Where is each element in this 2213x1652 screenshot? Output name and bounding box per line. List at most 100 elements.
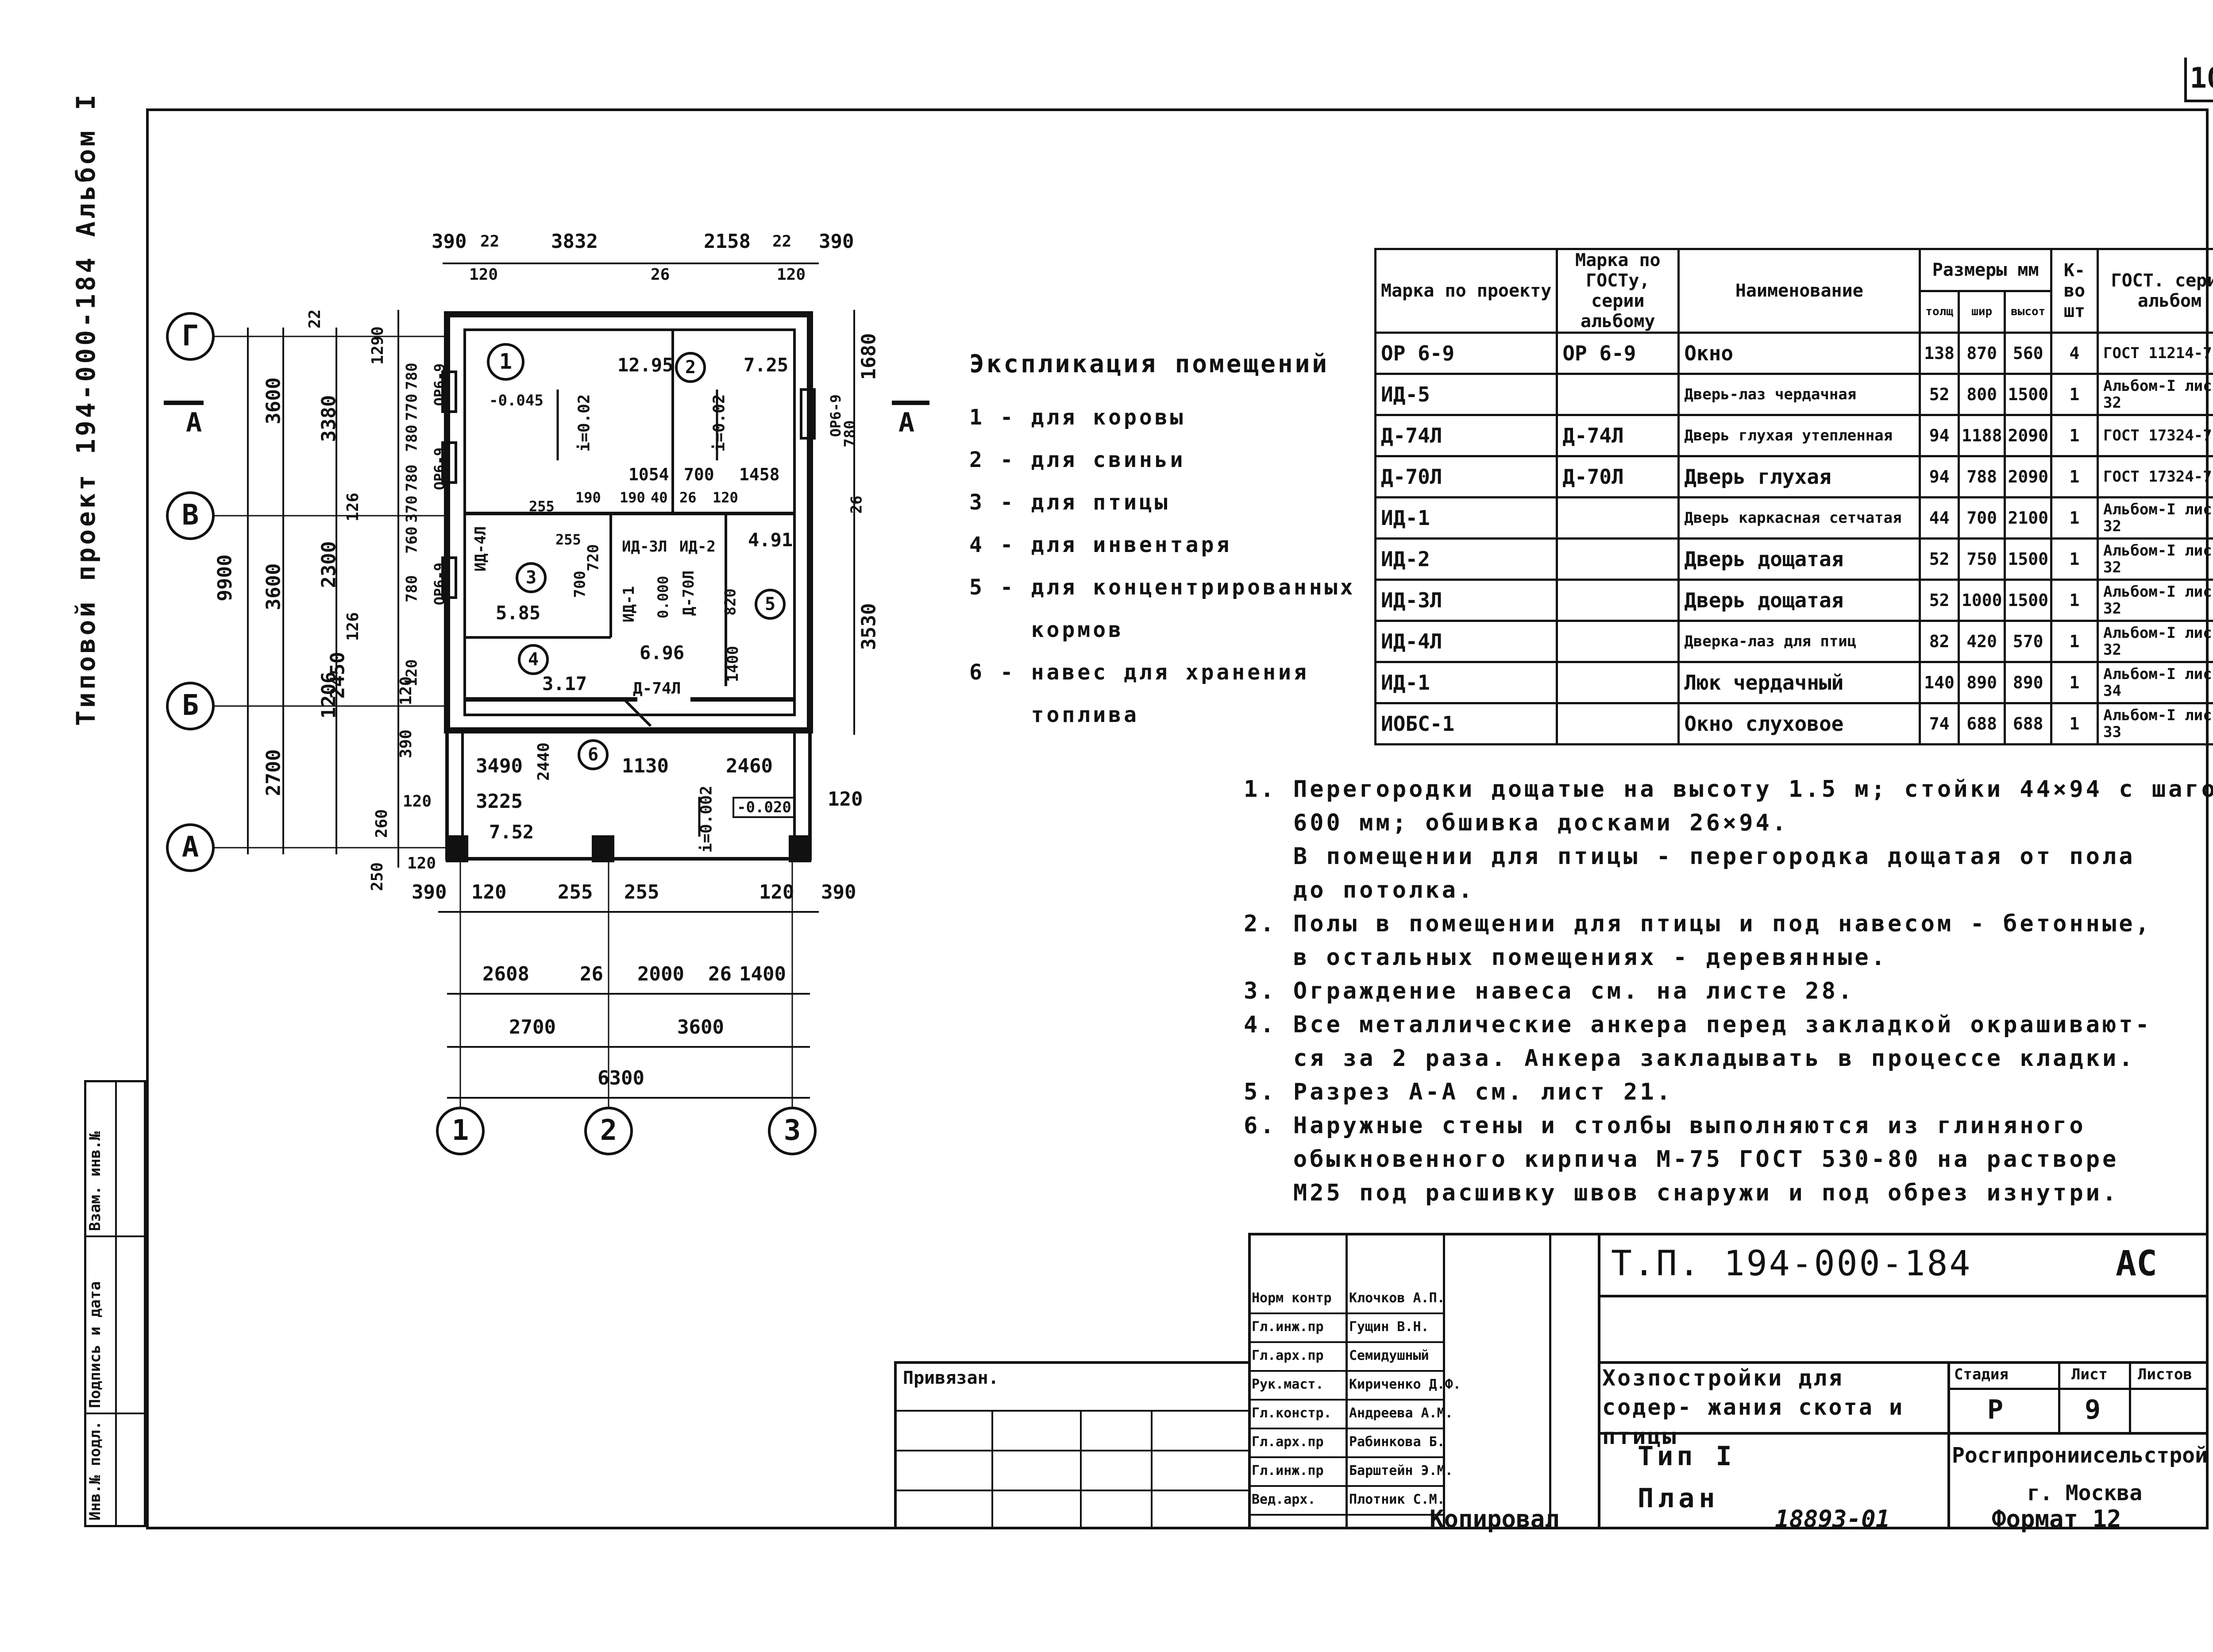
dim: 120 (403, 659, 421, 687)
spec-cell-ref: Альбом-I лист 34 (2096, 661, 2213, 704)
spec-cell-w: 890 (1957, 661, 2006, 704)
dim: 1054 (628, 465, 669, 484)
dim: 1206 (317, 672, 340, 719)
explication-row: 3 - для птицы (969, 490, 1170, 515)
format-label: Формат 12 (1992, 1505, 2121, 1533)
axis-marker-row: В (166, 491, 215, 540)
slope: i=0.02 (575, 394, 594, 452)
signature-name: Семидушный (1349, 1348, 1429, 1363)
object-title: Хозпостройки для содер- жания скота и пт… (1602, 1365, 1905, 1449)
type-label: Тип I (1638, 1441, 1735, 1472)
spec-cell-t: 52 (1919, 373, 1960, 416)
door-mark: Д-74Л (633, 679, 681, 698)
note-line: 5. Разрез А-А см. лист 21. (1244, 1079, 1673, 1105)
dim: 820 (721, 588, 740, 616)
stamp-divider (115, 1082, 117, 1525)
header-mark-project: Марка по проекту (1374, 248, 1558, 334)
spec-cell-name: Дверка-лаз для птиц (1677, 620, 1921, 663)
dim: 390 (819, 230, 854, 253)
spec-cell-name: Дверь глухая (1677, 455, 1921, 498)
explication-row: кормов (969, 618, 1124, 642)
spec-cell-t: 82 (1919, 620, 1960, 663)
dim: 3600 (262, 377, 285, 425)
note-line: 600 мм; обшивка досками 26×94. (1244, 810, 1789, 836)
dim: 26 (848, 495, 866, 514)
stage-header: Стадия (1954, 1366, 2009, 1383)
spec-cell-ref: Альбом-I лист 32 (2096, 373, 2213, 416)
spec-cell-mark: ИД-3Л (1374, 579, 1558, 622)
header-name: Наименование (1677, 248, 1921, 334)
dim: 2300 (317, 541, 340, 588)
room-area: 6.96 (640, 642, 685, 664)
explication-row: 5 - для концентрированных (969, 575, 1356, 600)
spec-cell-ref: Альбом-I лист 32 (2096, 620, 2213, 663)
signature-role: Вед.арх. (1252, 1492, 1316, 1507)
spec-cell-ref: Альбом-I лист 32 (2096, 537, 2213, 581)
spec-cell-ref: Альбом-I лист 32 (2096, 579, 2213, 622)
dim: 190 (620, 489, 645, 506)
dim: 780 (403, 363, 421, 390)
axis-marker-row: А (166, 823, 215, 872)
spec-cell-q: 4 (2050, 332, 2099, 375)
spec-cell-mark: ИД-4Л (1374, 620, 1558, 663)
spec-cell-t: 138 (1919, 332, 1960, 375)
dim: 120 (469, 266, 498, 284)
spec-cell-t: 74 (1919, 702, 1960, 745)
spec-cell-q: 1 (2050, 373, 2099, 416)
spec-cell-name: Дверь дощатая (1677, 579, 1921, 622)
stamp-cell: Подпись и дата (86, 1237, 144, 1414)
spec-cell-h: 1500 (2004, 373, 2052, 416)
room-number: 6 (578, 739, 609, 770)
spec-cell-t: 94 (1919, 414, 1960, 457)
dim: 255 (529, 498, 555, 515)
drawing-name: План (1638, 1483, 1720, 1514)
dim: 120 (713, 489, 738, 506)
axis-marker-row: Г (166, 312, 215, 361)
general-notes: 1. Перегородки дощатые на высоту 1.5 м; … (1244, 772, 2213, 1210)
floor-level: -0.020 (733, 797, 796, 818)
room-number: 1 (487, 343, 524, 381)
window-mark: ОР6-9 (431, 562, 448, 606)
dim: 390 (432, 230, 467, 253)
spec-cell-q: 1 (2050, 702, 2099, 745)
spec-cell-h: 560 (2004, 332, 2052, 375)
dim: 3600 (262, 563, 285, 610)
explication-title: Экспликация помещений (969, 350, 1330, 378)
spec-cell-mark: Д-74Л (1374, 414, 1558, 457)
spec-cell-h: 2100 (2004, 496, 2052, 540)
dim: 22 (306, 309, 324, 329)
dim: 255 (624, 881, 659, 903)
dim: 255 (555, 531, 581, 548)
spec-cell-w: 700 (1957, 496, 2006, 540)
spec-cell-gost-mark (1556, 579, 1680, 622)
signature-role: Гл.инж.пр (1252, 1319, 1324, 1335)
spec-cell-w: 788 (1957, 455, 2006, 498)
room-area: 3.17 (542, 673, 587, 695)
dim: 1458 (739, 465, 780, 484)
spec-cell-ref: Альбом-I лист 32 (2096, 496, 2213, 540)
spec-cell-h: 1500 (2004, 537, 2052, 581)
sheet-header: Лист (2071, 1366, 2108, 1383)
spec-cell-q: 1 (2050, 579, 2099, 622)
dim: 2700 (509, 1016, 556, 1038)
slope: i=0.002 (697, 785, 716, 853)
project-code: Т.П. 194-000-184 (1611, 1244, 1972, 1284)
spec-cell-mark: ИД-1 (1374, 496, 1558, 540)
spec-cell-h: 2090 (2004, 414, 2052, 457)
bound-label: Привязан. (903, 1368, 999, 1388)
order-number: 18893-01 (1775, 1505, 1890, 1533)
sheet-number: 10 (2184, 58, 2213, 102)
dim: 1400 (739, 963, 786, 985)
dim: 22 (480, 232, 500, 251)
header-qty: К-во шт (2050, 248, 2099, 334)
spec-cell-gost-mark (1556, 496, 1680, 540)
dim: 2440 (534, 742, 553, 781)
header-gost: ГОСТ. серия альбом (2096, 248, 2213, 334)
spec-cell-w: 1000 (1957, 579, 2006, 622)
dim: 1400 (724, 646, 742, 682)
door-mark: Д-70Л (680, 570, 698, 616)
